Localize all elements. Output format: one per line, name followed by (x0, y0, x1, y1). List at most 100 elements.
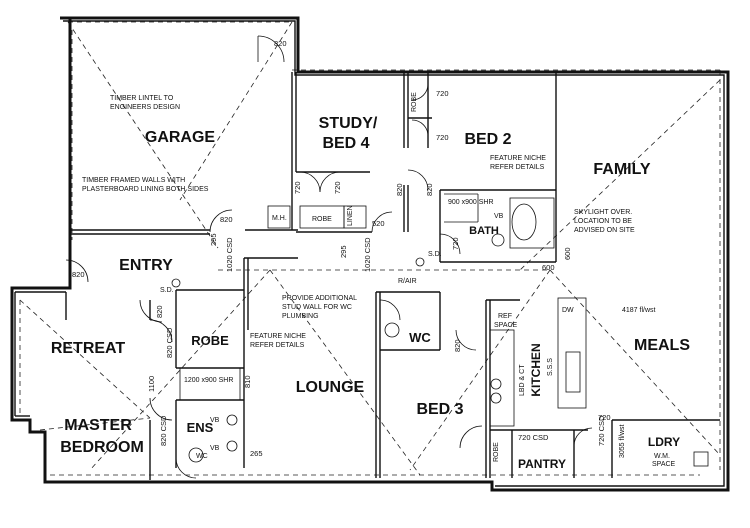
wc-toilet-icon (384, 322, 400, 338)
note-stud-2: STUD WALL FOR WC (282, 304, 352, 311)
dim-study-robe: 720 (293, 181, 302, 194)
dim-hall-csd: 1020 CSD (363, 237, 372, 272)
note-robe-study: ROBE (312, 216, 332, 223)
dim-linen: 520 (372, 219, 385, 228)
note-wm-2: SPACE (652, 461, 676, 468)
sink-icon (565, 351, 581, 393)
room-label-bath: BATH (469, 225, 499, 237)
note-ref-1: REF (498, 313, 512, 320)
note-mh: M.H. (272, 215, 287, 222)
room-label-lounge: LOUNGE (296, 379, 365, 396)
room-label-bed4: BED 4 (322, 135, 369, 152)
room-label-bed2: BED 2 (464, 131, 511, 148)
dim-master-1100: 1100 (147, 376, 156, 392)
note-skylight-2: LOCATION TO BE (574, 218, 632, 225)
note-wc-ens: WC (196, 453, 208, 460)
note-ref-2: SPACE (494, 322, 518, 329)
note-sss: S.S.S (547, 358, 554, 376)
dim-ens-csd: 820 CSD (159, 415, 168, 446)
note-niche-ens-2: REFER DETAILS (250, 342, 305, 349)
dim-retreat-820: 820 (155, 305, 164, 318)
room-label-bed3: BED 3 (416, 401, 463, 418)
note-vb-ens: VB (210, 417, 220, 424)
dim-retreat-csd: 820 CSD (165, 327, 174, 358)
note-timber-lintel-1: TIMBER LINTEL TO (110, 95, 174, 102)
room-label-wc: WC (409, 330, 431, 345)
note-linen: LINEN (347, 205, 354, 226)
cooktop-2-icon (490, 392, 502, 404)
room-label-entry: ENTRY (119, 257, 173, 274)
note-ceiling: 4187 fl/wst (622, 307, 656, 314)
dim-entry-295: 295 (209, 233, 218, 246)
room-label-meals: MEALS (634, 337, 690, 354)
dim-wc-820: 820 (453, 339, 462, 352)
dim-ens-810: 810 (243, 375, 252, 388)
room-label-pantry: PANTRY (518, 457, 566, 471)
note-stud-1: PROVIDE ADDITIONAL (282, 295, 357, 302)
note-vb-ens-2: VB (210, 445, 220, 452)
room-label-retreat: RETREAT (51, 340, 126, 357)
dim-ens-265: 265 (250, 449, 263, 458)
note-sd-hall: S.D. (428, 251, 442, 258)
dim-hall-295: 295 (339, 245, 348, 258)
note-shr-bath: 900 x900 SHR (448, 199, 494, 206)
room-label-garage: GARAGE (145, 129, 216, 146)
dim-pantry-csd: 720 CSD (518, 433, 549, 442)
room-label-family: FAMILY (593, 161, 651, 178)
smoke-detector-icon (171, 278, 181, 288)
room-label-ldry: LDRY (648, 435, 680, 449)
note-dw: DW (562, 307, 574, 314)
room-label-bedroom: BEDROOM (60, 439, 144, 456)
dim-front-door: 820 (72, 270, 85, 279)
note-robe-bed2: ROBE (411, 92, 418, 112)
internal-walls (15, 72, 720, 480)
note-shr-ens: 1200 x900 SHR (184, 377, 233, 384)
note-skylight-1: SKYLIGHT OVER. (574, 209, 632, 216)
room-label-study: STUDY/ (319, 115, 378, 132)
note-niche-ens-1: FEATURE NICHE (250, 333, 306, 340)
roof-lines (19, 21, 721, 476)
room-label-kitchen: KITCHEN (529, 343, 543, 396)
ens-toilet-icon (188, 447, 204, 463)
dim-garage-door: 820 (274, 39, 287, 48)
ens-basin-2-icon (226, 440, 238, 452)
dim-bed2-robe-2: 720 (436, 133, 449, 142)
note-ceiling-2: 3055 fl/wst (619, 424, 626, 458)
note-wm-1: W.M. (654, 453, 670, 460)
note-kitchen-appl: LBD & CT (519, 364, 526, 396)
note-robe-bed3: ROBE (493, 442, 500, 462)
bath-tub-icon (511, 203, 537, 241)
note-stud-3: PLUMBING (282, 313, 319, 320)
note-timber-walls-1: TIMBER FRAMED WALLS WITH (82, 177, 185, 184)
dim-bed2-door: 820 (425, 183, 434, 196)
cooktop-icon (490, 378, 502, 390)
door-swings (65, 35, 593, 479)
dim-family-600-v: 600 (563, 247, 572, 260)
dim-ldry-720: 720 (598, 413, 611, 422)
note-niche-bed2-2: REFER DETAILS (490, 164, 545, 171)
dim-garage-entry: 820 (220, 215, 233, 224)
ens-basin-icon (226, 414, 238, 426)
room-label-ens: ENS (187, 420, 214, 435)
dim-bed2-robe: 720 (436, 89, 449, 98)
external-walls (10, 16, 730, 492)
note-timber-lintel-2: ENGINEERS DESIGN (110, 104, 180, 111)
fixtures (171, 197, 581, 463)
dim-entry-csd: 1020 CSD (225, 237, 234, 272)
dim-ldry-csd: 720 CSD (597, 415, 606, 446)
dim-study-robe-2: 720 (333, 181, 342, 194)
note-rair: R/AIR (398, 278, 417, 285)
note-timber-walls-2: PLASTERBOARD LINING BOTH SIDES (82, 186, 209, 193)
dim-family-600: 600 (542, 263, 555, 272)
toilet-icon (491, 233, 505, 247)
smoke-detector-2-icon (415, 257, 425, 267)
room-label-robe: ROBE (191, 333, 229, 348)
note-sd-entry: S.D. (160, 287, 174, 294)
room-label-master: MASTER (64, 417, 132, 434)
dim-bath-door: 720 (451, 237, 460, 250)
note-niche-bed2-1: FEATURE NICHE (490, 155, 546, 162)
dim-study-door: 820 (395, 183, 404, 196)
note-vb-bath: VB (494, 213, 504, 220)
note-skylight-3: ADVISED ON SITE (574, 227, 635, 234)
